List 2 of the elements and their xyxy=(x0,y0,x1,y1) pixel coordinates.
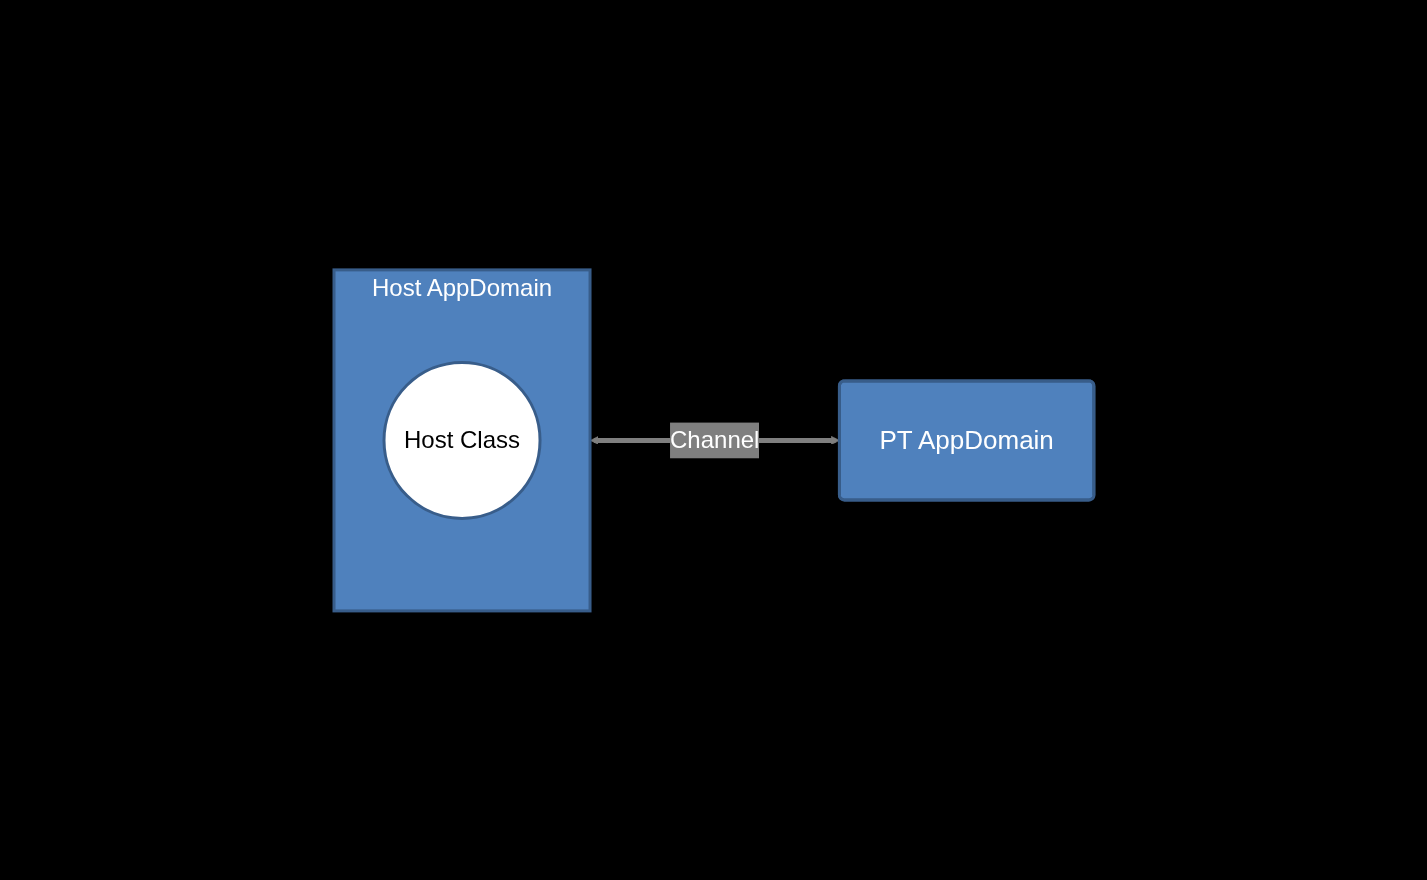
node-circle: Host Class xyxy=(382,360,542,520)
edge-label: Channel xyxy=(669,425,760,453)
